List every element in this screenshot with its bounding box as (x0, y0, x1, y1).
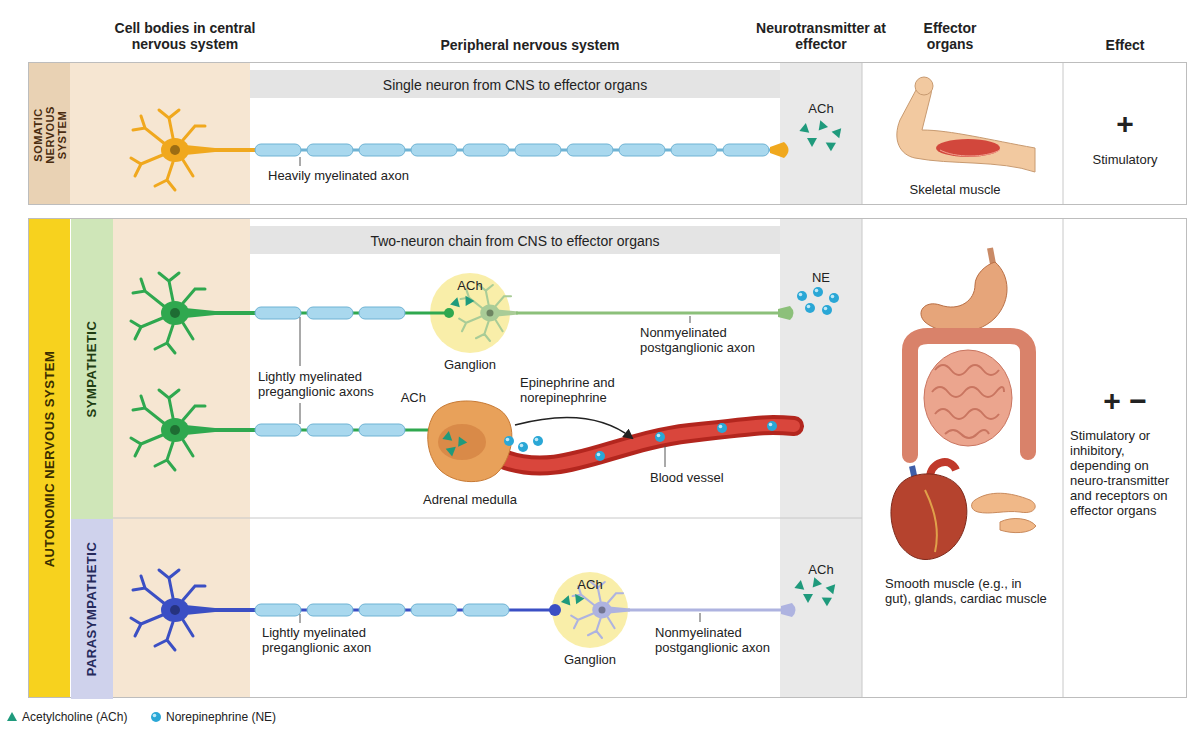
organ-label: Smooth muscle (e.g., in gut), glands, ca… (885, 576, 1050, 606)
neurotransmitter-label: NE (796, 270, 846, 285)
column-heading: Effector organs (905, 20, 995, 52)
legend-text: Acetylcholine (ACh) (22, 710, 127, 724)
effect-sign: + − (1063, 385, 1187, 417)
legend-marker (150, 711, 162, 723)
effect-sign: + (1063, 108, 1187, 140)
axon-label: Nonmyelinated postganglionic axon (655, 625, 775, 655)
axon-label: Nonmyelinated postganglionic axon (640, 325, 780, 355)
column-heading: Cell bodies in central nervous system (95, 20, 275, 52)
axon-label: Lightly myelinated preganglionic axon (262, 625, 422, 655)
autonomic-band: SYMPATHETIC PARASYMPATHETIC AUTONOMIC NERV… (28, 218, 1187, 698)
effect-label: Stimulatory (1063, 152, 1187, 167)
axon-label: Lightly myelinated preganglionic axons (258, 369, 408, 399)
column-heading: Peripheral nervous system (400, 37, 660, 53)
column-heading: Effect (1085, 37, 1165, 53)
somatic-neuron (131, 110, 789, 190)
ach-molecules (799, 119, 845, 152)
autonomic-ground (28, 218, 1187, 698)
band-heading: AUTONOMIC NERVOUS SYSTEM (43, 351, 57, 568)
organ-label: Skeletal muscle (895, 182, 1015, 197)
sympathetic-band: SYMPATHETIC (71, 219, 113, 519)
somatic-ground (28, 62, 1187, 205)
column-heading: Neurotransmitter at effector (752, 20, 890, 52)
ganglion-label: Ganglion (550, 652, 630, 667)
gland-label: Adrenal medulla (410, 492, 530, 507)
parasympathetic-band: PARASYMPATHETIC (71, 519, 113, 699)
pathway-caption: Single neuron from CNS to effector organ… (250, 77, 780, 93)
band-heading: SYMPATHETIC (85, 321, 99, 418)
neurotransmitter-label: ACh (791, 101, 851, 116)
ne-molecules (797, 287, 839, 315)
axon-label: Heavily myelinated axon (268, 168, 468, 183)
vessel-label: Blood vessel (650, 470, 760, 485)
band-heading: PARASYMPATHETIC (85, 542, 99, 677)
ganglion-label: Ganglion (430, 357, 510, 372)
neurotransmitter-label: ACh (390, 390, 426, 405)
legend-marker (6, 711, 18, 723)
hormone-label: Epinephrine and norepinephrine (520, 375, 660, 405)
arm-illustration (897, 77, 1035, 172)
effect-label: Stimulatory or inhibitory, depending on … (1070, 428, 1182, 518)
neurotransmitter-label: ACh (565, 577, 615, 592)
pathway-caption: Two-neuron chain from CNS to effector or… (250, 233, 780, 249)
band-heading: SOMATIC NERVOUS SYSTEM (32, 100, 68, 170)
sympathetic-chain (131, 273, 794, 366)
neurotransmitter-label: ACh (445, 278, 495, 293)
organ-illustration (891, 248, 1036, 560)
adrenal-chain (131, 390, 794, 482)
neurotransmitter-label: ACh (791, 562, 851, 577)
legend-text: Norepinephrine (NE) (166, 710, 276, 724)
